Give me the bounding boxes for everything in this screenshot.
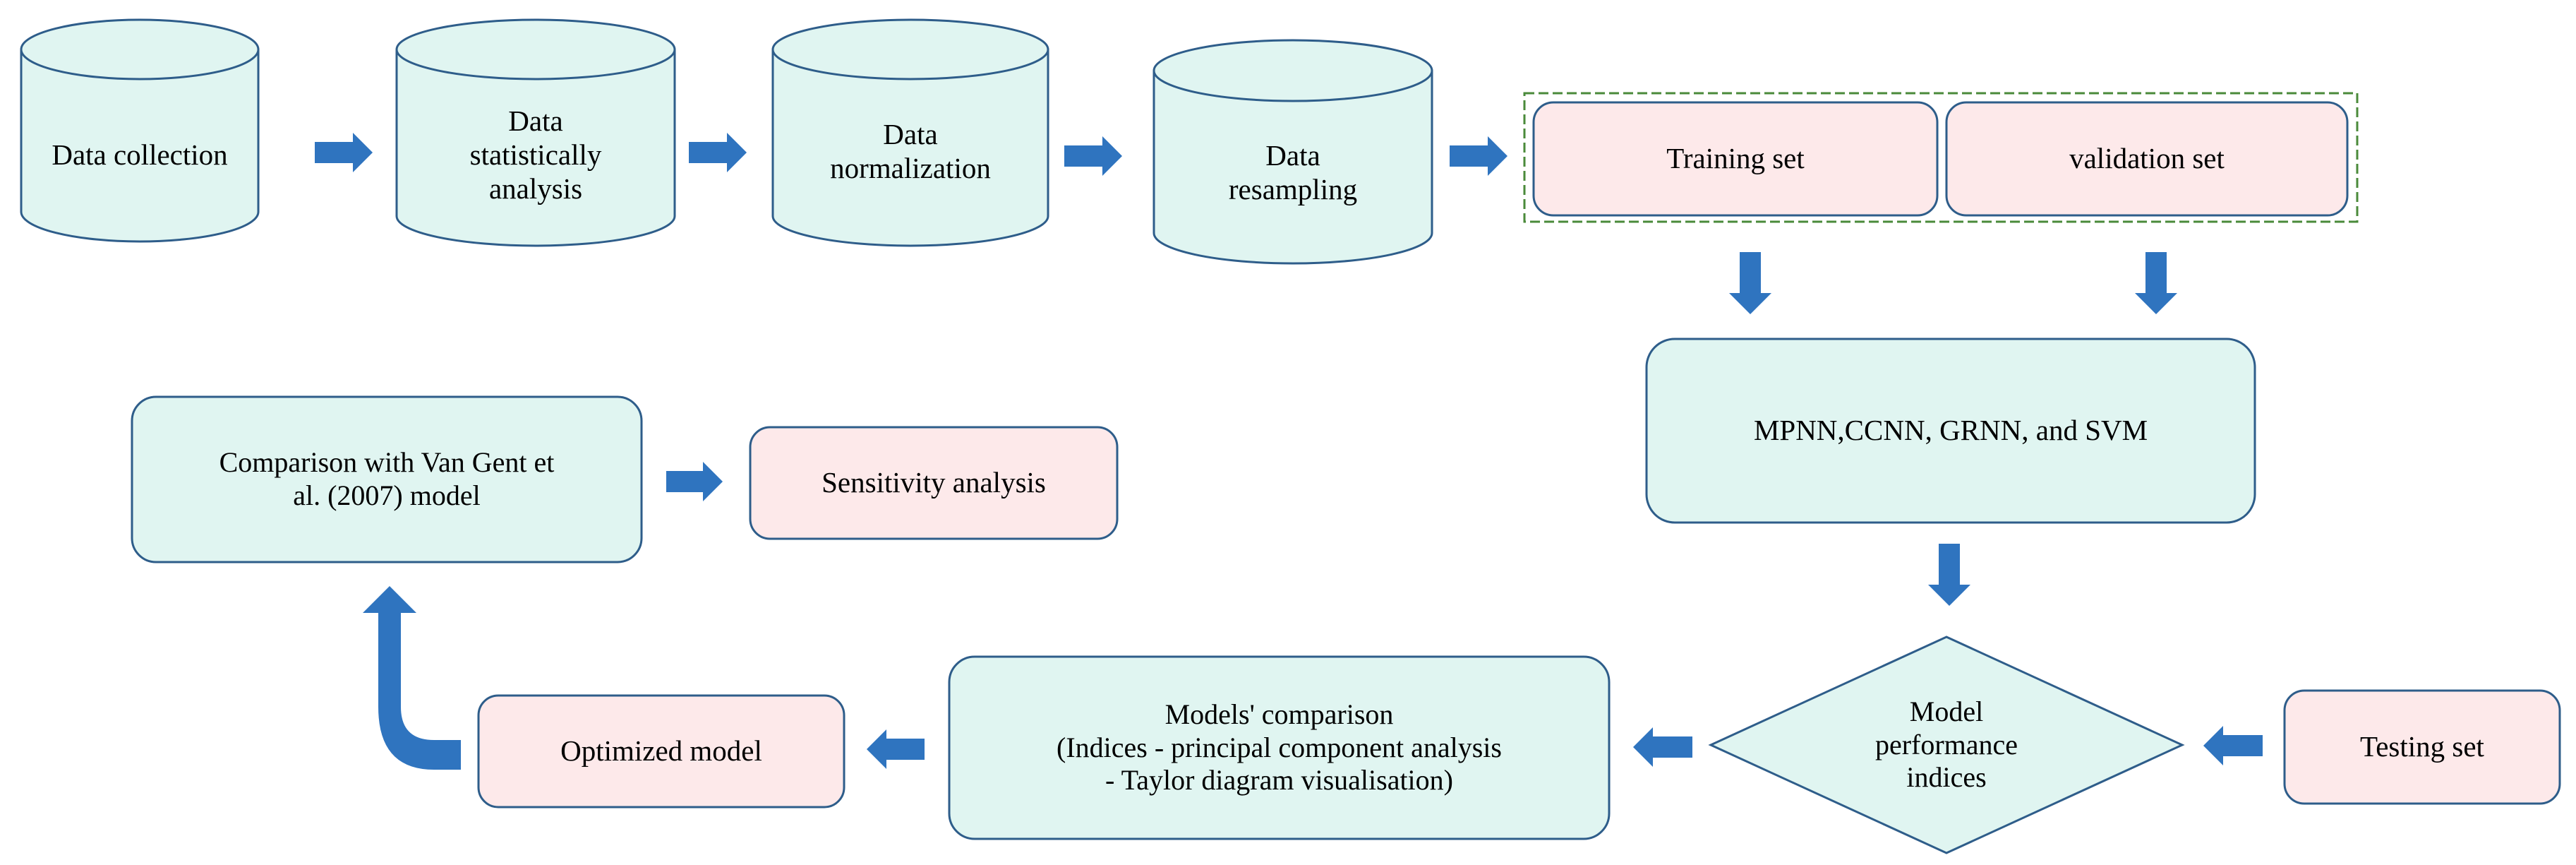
training-set-box <box>1532 101 1939 217</box>
arrow-left-icon <box>1633 727 1692 767</box>
data-collection-label: Data collection <box>52 138 228 172</box>
arrow-down-icon <box>2135 252 2177 314</box>
sensitivity-analysis-label: Sensitivity analysis <box>821 466 1046 499</box>
data-resampling-label: Data resampling <box>1228 139 1358 205</box>
arrow-right-icon <box>666 462 723 501</box>
curved-return-arrow-icon <box>363 586 461 770</box>
arrow-down-icon <box>1729 252 1771 314</box>
arrow-right-icon <box>689 133 747 172</box>
optimized-model-label: Optimized model <box>560 734 762 768</box>
data-statistical-analysis-cylinder <box>395 18 676 247</box>
models-comparison-box <box>948 655 1611 840</box>
training-set-label: Training set <box>1666 142 1805 175</box>
testing-set-label: Testing set <box>2360 730 2484 763</box>
models-box <box>1645 338 2256 524</box>
arrow-left-icon <box>2203 726 2263 765</box>
data-normalization-cylinder <box>771 18 1049 247</box>
models-label: MPNN,CCNN, GRNN, and SVM <box>1753 414 2148 447</box>
testing-set-box <box>2283 689 2561 805</box>
arrow-right-icon <box>315 133 373 172</box>
data-normalization-label: Data normalization <box>830 118 991 184</box>
data-statistical-analysis-label: Data statistically analysis <box>469 105 602 205</box>
arrow-left-icon <box>867 729 925 769</box>
arrow-right-icon <box>1064 136 1122 176</box>
performance-indices-label: Model performance indices <box>1874 695 2018 794</box>
data-collection-cylinder <box>20 18 260 243</box>
models-comparison-label: Models' comparison (Indices - principal … <box>1057 698 1502 797</box>
dataset-split-group <box>1523 92 2359 223</box>
van-gent-comparison-label: Comparison with Van Gent et al. (2007) m… <box>219 446 555 511</box>
arrow-right-icon <box>1450 136 1507 176</box>
sensitivity-analysis-box <box>749 426 1119 540</box>
validation-set-label: validation set <box>2069 142 2225 175</box>
optimized-model-box <box>477 694 845 809</box>
van-gent-comparison-box <box>131 395 643 563</box>
data-resampling-cylinder <box>1152 39 1433 265</box>
arrow-down-icon <box>1928 544 1970 606</box>
performance-indices-diamond <box>1708 636 2185 854</box>
validation-set-box <box>1945 101 2349 217</box>
